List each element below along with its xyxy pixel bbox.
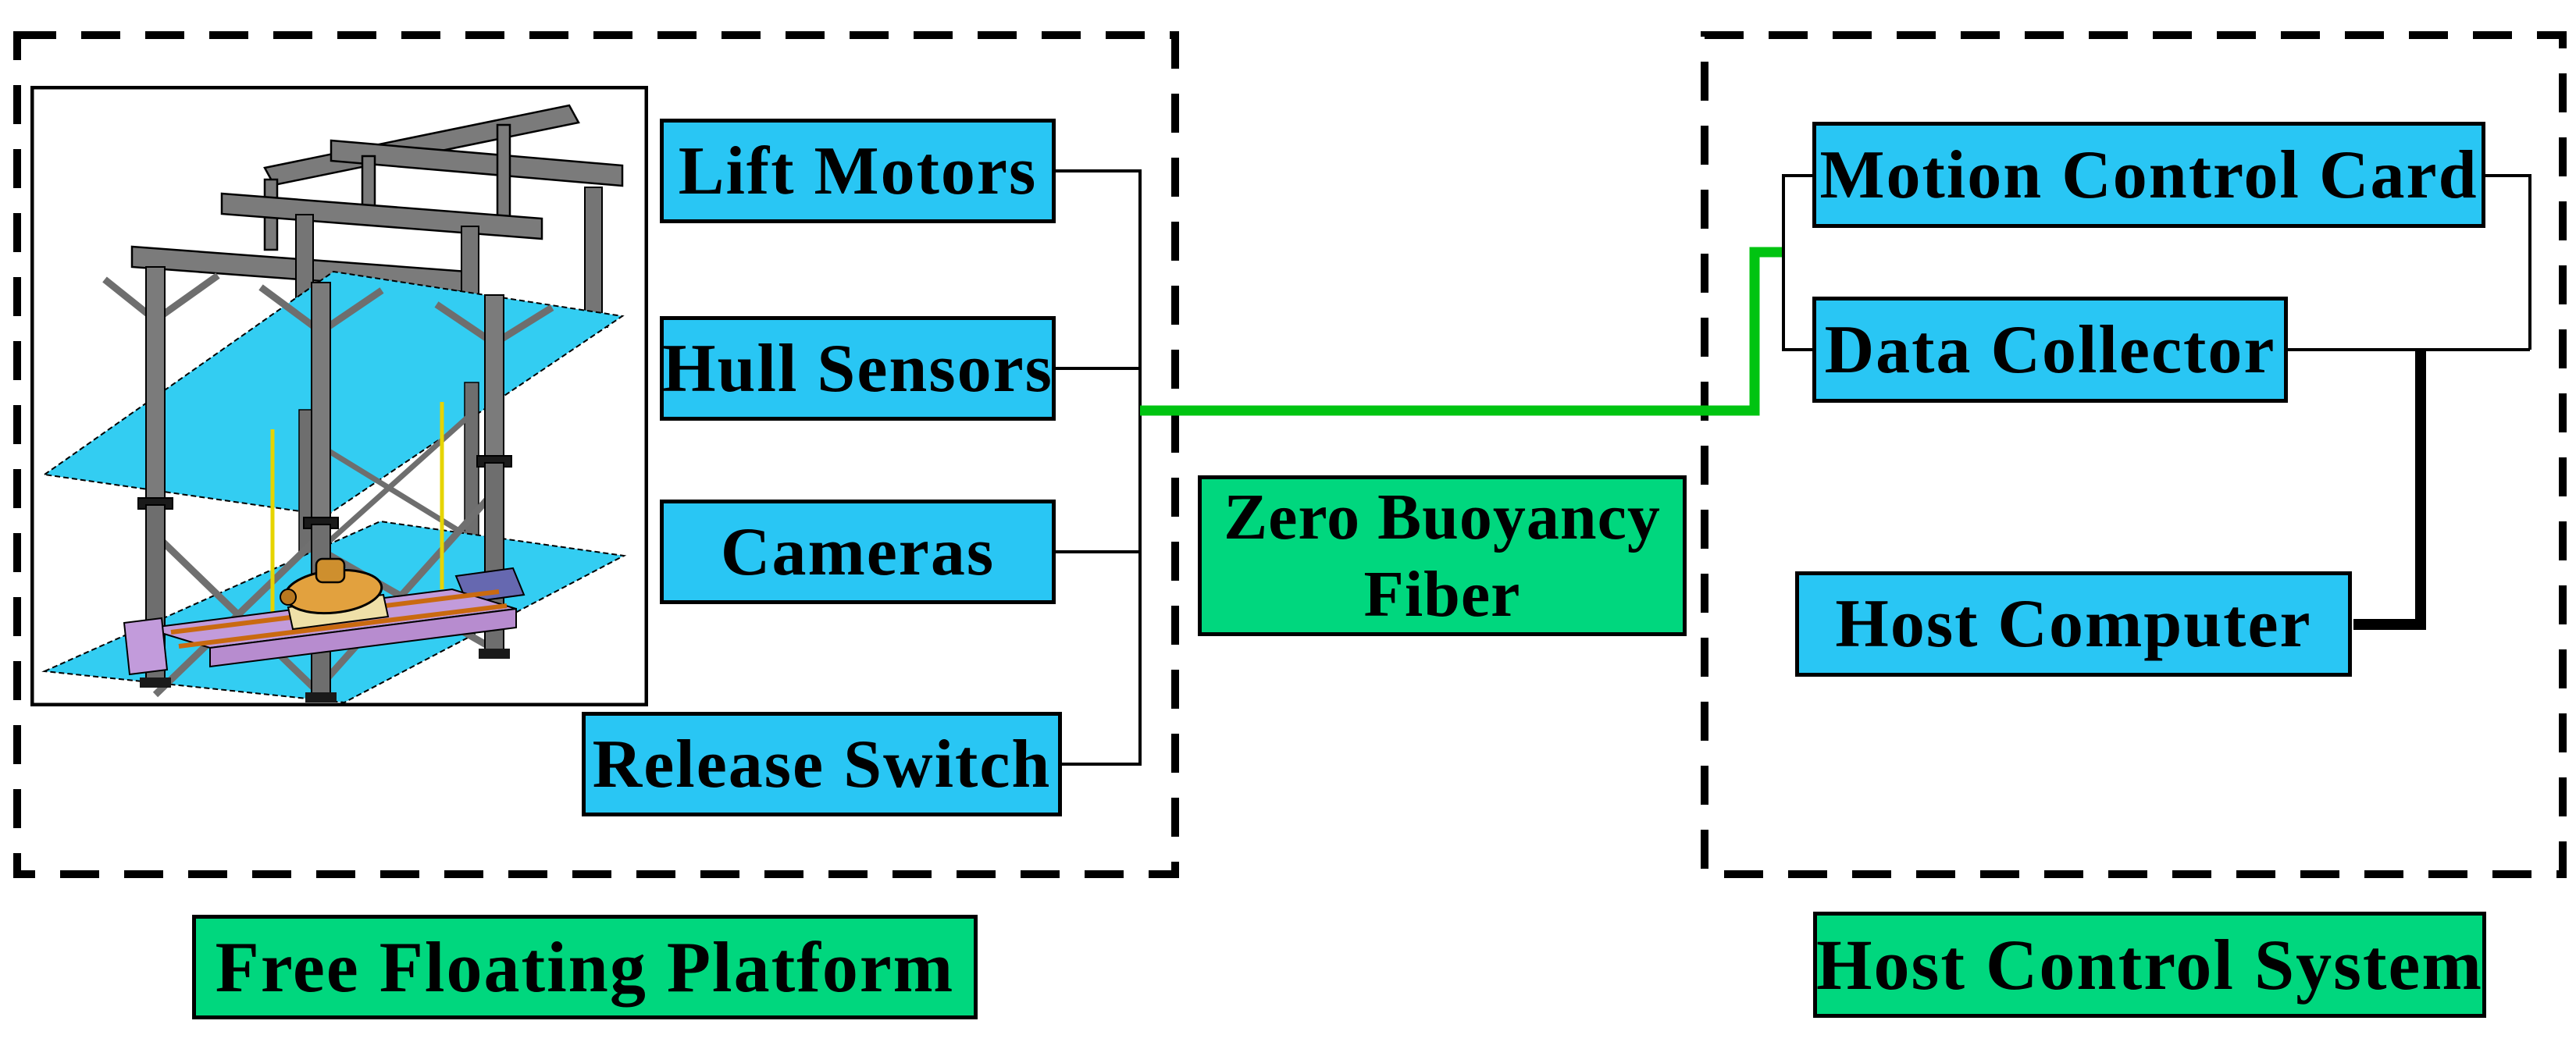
node-release-switch-label: Release Switch <box>592 726 1052 802</box>
zero-buoyancy-fiber-line1: Zero Buoyancy <box>1224 480 1661 553</box>
node-hull-sensors: Hull Sensors <box>660 316 1056 421</box>
platform-illustration <box>30 86 648 706</box>
lower-back-columns <box>298 382 479 598</box>
node-lift-motors-label: Lift Motors <box>678 133 1038 209</box>
node-lift-motors: Lift Motors <box>660 119 1056 223</box>
node-cameras-label: Cameras <box>720 514 996 590</box>
node-cameras: Cameras <box>660 500 1056 604</box>
submersible <box>280 557 390 631</box>
label-free-floating-platform: Free Floating Platform <box>192 915 978 1019</box>
node-hull-sensors-label: Hull Sensors <box>662 330 1053 407</box>
motion-card-right-link-line <box>2485 174 2531 350</box>
zero-buoyancy-fiber-line2: Fiber <box>1363 558 1521 631</box>
control-card-collector-bracket-line <box>1782 174 1812 351</box>
node-host-computer-label: Host Computer <box>1835 586 2312 662</box>
free-floating-platform-group-border <box>13 31 1179 878</box>
node-release-switch: Release Switch <box>582 712 1062 816</box>
node-data-collector: Data Collector <box>1812 297 2288 403</box>
node-zero-buoyancy-fiber: Zero Buoyancy Fiber <box>1198 475 1687 636</box>
node-host-computer: Host Computer <box>1795 571 2352 677</box>
host-control-system-group-border <box>1701 31 2567 878</box>
platform-bus-line <box>1056 169 1142 766</box>
free-floating-platform-text: Free Floating Platform <box>215 927 955 1007</box>
node-motion-control-card: Motion Control Card <box>1812 122 2485 228</box>
host-computer-thick-link-line <box>2353 351 2426 630</box>
node-data-collector-label: Data Collector <box>1824 311 2276 388</box>
fiber-link-line <box>1140 247 1783 416</box>
node-motion-control-card-label: Motion Control Card <box>1819 137 2478 213</box>
label-host-control-system: Host Control System <box>1813 912 2486 1018</box>
host-control-system-text: Host Control System <box>1815 925 2484 1005</box>
